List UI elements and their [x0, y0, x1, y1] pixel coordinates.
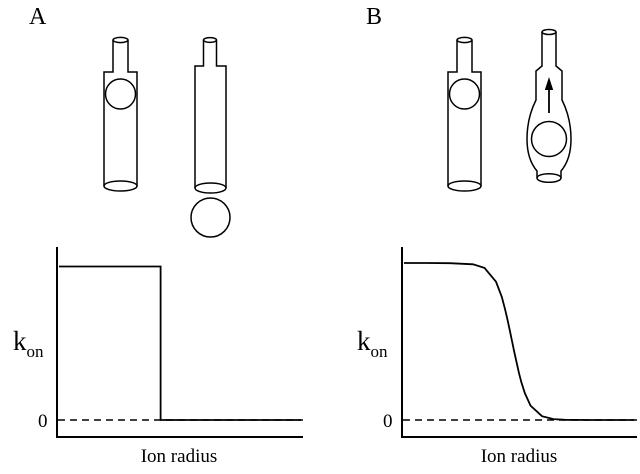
upward-arrow-head-icon — [544, 77, 554, 90]
pore-outline-right — [127, 40, 138, 186]
small-ion-circle — [104, 78, 137, 110]
panel-b: B kon 0 Ion radius — [357, 4, 637, 467]
ylabel-subscript: on — [371, 342, 389, 361]
panel-a-label: A — [29, 4, 47, 30]
pore-top-opening — [541, 28, 557, 36]
panel-a: A kon 0 Ion radius — [13, 4, 303, 467]
pore-bottom-opening — [536, 172, 562, 184]
pore-outline-left — [103, 40, 114, 186]
ylabel-base: k — [357, 326, 371, 356]
kon-sigmoid-curve — [404, 262, 634, 421]
pore-top-opening — [456, 36, 473, 44]
pore-b-flexible-large-ion-passing — [526, 28, 572, 184]
zero-tick-label: 0 — [38, 411, 48, 432]
large-ion-circle — [530, 120, 568, 158]
pore-outline-right — [555, 32, 572, 178]
panel-b-label: B — [366, 4, 382, 30]
pore-outline-left — [194, 40, 205, 188]
y-axis-label: kon — [357, 326, 388, 361]
large-ion-circle — [190, 197, 231, 238]
pore-outline-left — [526, 32, 543, 178]
pore-bottom-opening — [447, 180, 482, 192]
plot-a: kon 0 Ion radius — [13, 247, 303, 467]
pore-outline-right — [471, 40, 482, 186]
x-axis-label: Ion radius — [141, 446, 218, 467]
y-axis-label: kon — [13, 326, 44, 361]
ylabel-base: k — [13, 326, 27, 356]
pore-outline-left — [447, 40, 458, 186]
small-ion-circle — [448, 78, 481, 110]
zero-tick-label: 0 — [383, 411, 393, 432]
pore-outline-right — [215, 40, 227, 188]
pore-b-small-ion-inside — [447, 36, 482, 192]
plot-b: kon 0 Ion radius — [357, 247, 637, 467]
pore-a-small-ion-inside — [103, 36, 138, 192]
kon-step-curve — [59, 265, 301, 421]
pore-bottom-opening — [194, 182, 227, 194]
x-axis-label: Ion radius — [481, 446, 558, 467]
pore-bottom-opening — [103, 180, 138, 192]
pore-top-opening — [202, 36, 218, 44]
ylabel-subscript: on — [27, 342, 45, 361]
pore-top-opening — [112, 36, 129, 44]
pore-a-large-ion-excluded — [190, 36, 231, 238]
